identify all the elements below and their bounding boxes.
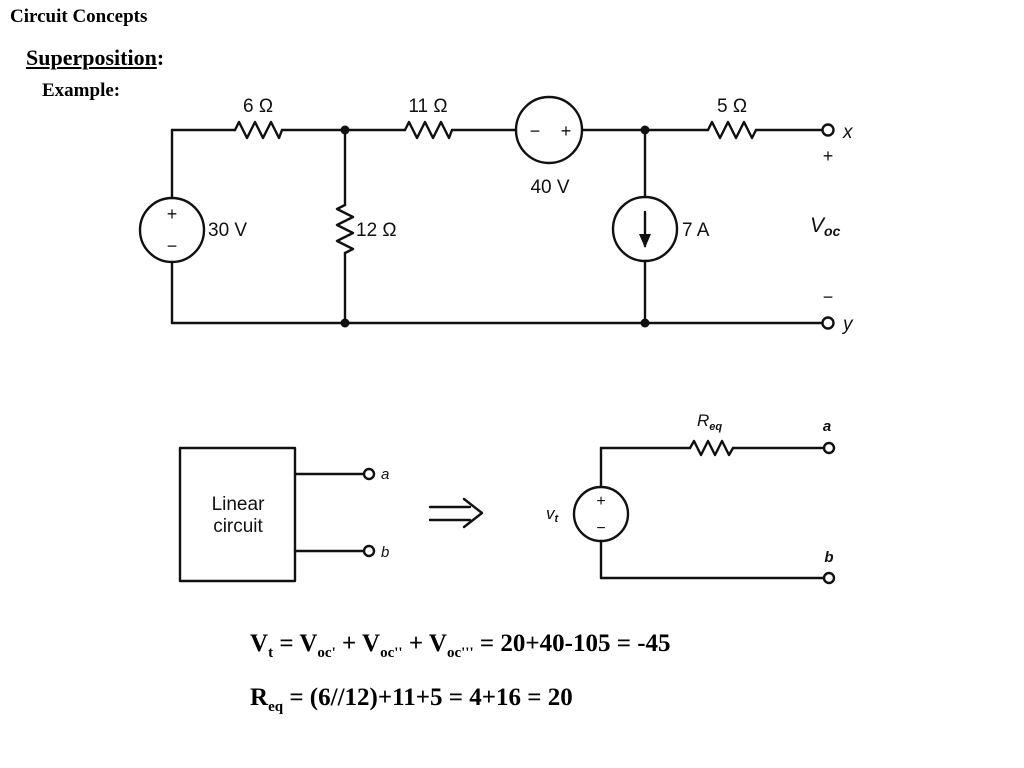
section-title-text: Superposition xyxy=(26,45,157,70)
current-arrow-down-icon xyxy=(639,210,651,248)
circuit-nodes xyxy=(340,125,650,328)
vt-main: v xyxy=(546,504,556,523)
voltage-source-30v xyxy=(138,196,206,264)
equiv-terminal-a-icon xyxy=(822,441,836,455)
eq-vt-sub-oc3: oc''' xyxy=(446,645,474,661)
voc-main: V xyxy=(810,214,826,237)
equation-vt: Vt = Voc' + Voc'' + Voc''' = 20+40-105 =… xyxy=(250,630,671,662)
box-terminal-b-icon xyxy=(362,544,376,558)
voc-plus: + xyxy=(823,146,834,166)
eq-vt-p1: + V xyxy=(335,630,381,657)
req-subscript: eq xyxy=(709,421,722,433)
label-30v: 30 V xyxy=(208,220,247,241)
implies-arrow-icon xyxy=(428,497,484,529)
equation-req: Req = (6//12)+11+5 = 4+16 = 20 xyxy=(250,684,573,716)
voc-subscript: oc xyxy=(824,223,841,239)
eq-vt-p2: + V xyxy=(402,630,447,657)
example-label: Example: xyxy=(42,80,121,101)
label-11-ohm: 11 Ω xyxy=(408,96,447,117)
source-40v-plus: + xyxy=(561,121,572,141)
resistor-12-ohm xyxy=(335,203,355,255)
req-main: R xyxy=(697,411,709,430)
linear-circuit-line1: Linear xyxy=(212,494,265,515)
equiv-label-a: a xyxy=(823,418,831,435)
terminal-y-icon xyxy=(821,316,835,330)
eq-vt-sub-oc2: oc'' xyxy=(380,645,403,661)
eq-vt-eq1: = V xyxy=(273,630,318,657)
source-30v-minus: − xyxy=(167,236,178,256)
linear-circuit-box xyxy=(178,446,297,583)
linear-circuit-line2: circuit xyxy=(213,516,263,537)
resistor-req xyxy=(688,439,735,457)
page-title: Circuit Concepts xyxy=(10,6,148,27)
label-12-ohm: 12 Ω xyxy=(356,220,397,241)
resistor-5-ohm xyxy=(706,120,758,140)
voltage-source-vt xyxy=(572,485,630,543)
label-vt: vt xyxy=(546,504,560,525)
resistor-11-ohm xyxy=(403,120,454,140)
source-30v-plus: + xyxy=(167,204,178,224)
label-req: Req xyxy=(697,411,722,433)
label-voc: Voc xyxy=(810,214,841,239)
voltage-source-40v xyxy=(514,95,584,165)
section-title-colon: : xyxy=(156,45,165,70)
eq-vt-result: = 20+40-105 = -45 xyxy=(473,630,671,657)
label-40v: 40 V xyxy=(530,177,569,198)
source-40v-minus: − xyxy=(530,121,541,141)
vt-subscript: t xyxy=(555,513,560,525)
eq-vt-v: V xyxy=(250,630,269,657)
source-vt-plus: + xyxy=(596,493,605,510)
label-7a: 7 A xyxy=(682,220,710,241)
box-terminal-a-icon xyxy=(362,467,376,481)
label-terminal-x: x xyxy=(842,122,854,143)
terminal-x-icon xyxy=(821,123,835,137)
eq-vt-sub-oc1: oc' xyxy=(317,645,336,661)
label-terminal-y: y xyxy=(841,314,854,335)
section-title: Superposition: xyxy=(26,45,164,71)
equiv-label-b: b xyxy=(824,549,833,566)
voc-minus: − xyxy=(823,287,834,307)
eq-req-sub-eq: eq xyxy=(268,699,284,715)
resistor-6-ohm xyxy=(233,120,284,140)
box-label-a: a xyxy=(381,466,389,483)
source-vt-minus: − xyxy=(596,520,605,537)
top-circuit-wires xyxy=(170,128,824,325)
eq-req-r: R xyxy=(250,684,269,711)
eq-vt-sub-t: t xyxy=(268,645,274,661)
equiv-terminal-b-icon xyxy=(822,571,836,585)
label-5-ohm: 5 Ω xyxy=(717,96,747,117)
eq-req-result: = (6//12)+11+5 = 4+16 = 20 xyxy=(283,684,573,711)
label-6-ohm: 6 Ω xyxy=(243,96,273,117)
box-label-b: b xyxy=(381,544,389,561)
current-source-7a xyxy=(611,195,679,263)
